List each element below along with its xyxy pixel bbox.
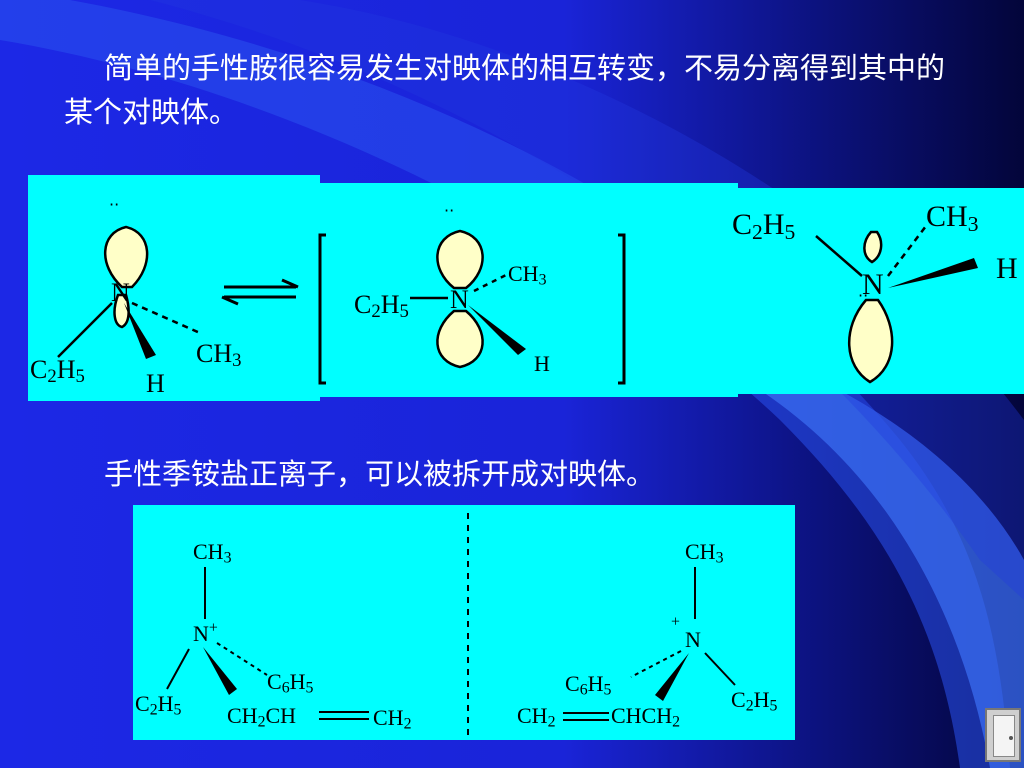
bond-n-ethyl <box>815 235 863 277</box>
group-methyl: CH3 <box>193 539 232 567</box>
amine-right-bonds <box>815 225 978 384</box>
group-methyl: CH3 <box>685 539 724 567</box>
amine-panel-right: N ·· C2H5 CH3 H <box>732 188 1024 394</box>
bond-n-h-wedge <box>124 303 156 359</box>
group-ch2-terminal: CH2 <box>517 703 556 731</box>
group-ethyl: C2H5 <box>354 290 409 323</box>
group-ethyl: C2H5 <box>30 355 85 388</box>
lower-p-orbital <box>436 309 484 369</box>
atom-n: N <box>685 627 701 652</box>
intro-paragraph: 简单的手性胺很容易发生对映体的相互转变，不易分离得到其中的某个对映体。 <box>64 51 946 129</box>
group-ethyl: C2H5 <box>731 687 778 715</box>
amine-left-bonds <box>57 225 201 359</box>
bond-n-allyl-wedge <box>655 653 689 701</box>
group-phenyl: C6H5 <box>267 669 314 697</box>
atom-n-plus: N+ <box>193 619 218 646</box>
atom-n: N <box>450 285 469 314</box>
group-methyl: CH3 <box>196 339 242 372</box>
bond-n-methyl-dashed <box>473 271 511 293</box>
lone-pair-dots: ·· <box>444 201 455 220</box>
bracket-right <box>618 233 626 385</box>
bracket-left <box>318 233 326 385</box>
group-ethyl: C2H5 <box>135 691 182 719</box>
group-phenyl: C6H5 <box>565 671 612 699</box>
lone-pair-dots: ·· <box>109 195 120 214</box>
group-methyl: CH3 <box>508 261 547 289</box>
lone-pair-dots: ·· <box>858 286 869 305</box>
group-ethyl: C2H5 <box>732 208 796 244</box>
bond-n-ethyl <box>57 302 113 358</box>
lone-pair-orbital <box>847 298 894 384</box>
small-orbital-lobe <box>863 230 883 264</box>
transition-state-bonds <box>318 229 626 385</box>
atom-n: N <box>111 278 130 307</box>
bond-n-methyl-dashed <box>887 225 927 277</box>
bond-n-ethyl <box>704 652 736 686</box>
group-ch2-terminal: CH2 <box>373 705 412 733</box>
bond-n-methyl-dashed <box>131 301 201 335</box>
exit-door-icon[interactable] <box>985 708 1021 762</box>
bond-n-h-wedge <box>468 305 526 355</box>
atom-h: H <box>996 252 1018 285</box>
bond-n-allyl-wedge <box>203 647 237 695</box>
bond-n-phenyl-dashed <box>216 642 268 676</box>
atom-n-plus: + <box>671 613 680 631</box>
upper-p-orbital <box>436 229 484 290</box>
group-chch2: CHCH2 <box>611 703 681 731</box>
bond-n-phenyl-dashed <box>630 650 682 678</box>
lone-pair-orbital <box>104 225 149 289</box>
door-panel <box>993 715 1015 757</box>
atom-n: N <box>862 268 884 301</box>
transition-state-panel: ·· N C2H5 CH3 H <box>318 183 738 397</box>
atom-h: H <box>146 369 165 398</box>
bond-n-h-wedge <box>888 258 978 288</box>
group-methyl: CH3 <box>926 200 979 236</box>
atom-h: H <box>534 351 550 376</box>
door-knob <box>1009 736 1013 740</box>
small-orbital-lobe <box>113 293 130 329</box>
equilibrium-arrow-1 <box>221 278 299 306</box>
quaternary-ammonium-paragraph: 手性季铵盐正离子，可以被拆开成对映体。 <box>104 457 656 491</box>
quaternary-ammonium-bonds <box>166 513 736 735</box>
bond-n-ethyl <box>166 648 190 690</box>
quaternary-ammonium-panel: CH3 N+ C2H5 C6H5 CH2CH CH2 CH3 + N C6H5 … <box>133 505 795 740</box>
group-ch2ch: CH2CH <box>227 703 297 731</box>
